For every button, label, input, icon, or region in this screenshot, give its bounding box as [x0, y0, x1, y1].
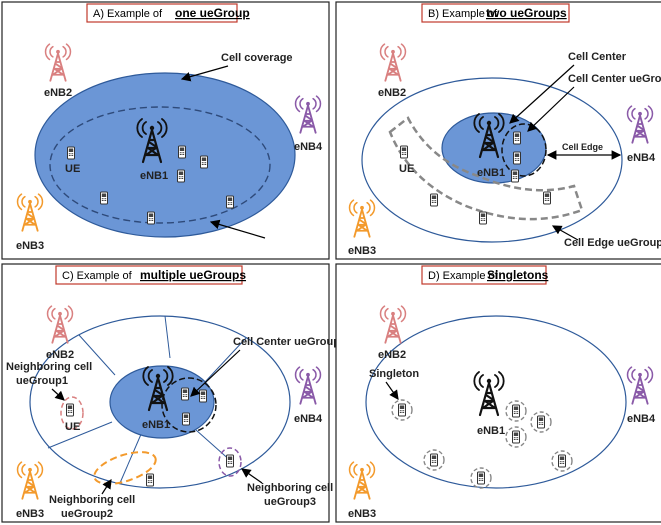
phone-icon	[511, 169, 519, 183]
phone-icon	[430, 453, 438, 467]
phone-icon	[66, 403, 74, 417]
enb3-label-c: eNB3	[16, 508, 44, 520]
neighboring-uegroup2-label-a: Neighboring cell	[49, 494, 135, 506]
cell-center-label: Cell Center	[568, 51, 627, 63]
enb4-label-a: eNB4	[294, 141, 323, 153]
neighboring-uegroup1-arrow	[51, 388, 65, 401]
neighboring-uegroup2-label-b: ueGroup2	[61, 508, 113, 520]
enb2-label-c: eNB2	[46, 349, 74, 361]
cell-coverage-arrow	[180, 65, 229, 82]
cell-center-arrow	[509, 64, 575, 124]
phone-icon	[400, 145, 408, 159]
cell-center-uegroup-label: Cell Center ueGroup	[568, 73, 661, 85]
enb2-label-d: eNB2	[378, 349, 406, 361]
panel-d-title-bold: Singletons	[487, 268, 549, 282]
cell-center-uegroup-b	[501, 123, 547, 177]
phone-icon	[226, 195, 234, 209]
panel-b-title-prefix: B) Example of	[428, 8, 498, 20]
enb3-label-d: eNB3	[348, 508, 376, 520]
phone-icon	[512, 430, 520, 444]
panel-d: D) Example of Singletons eNB2 eNB3 eNB4 …	[335, 263, 661, 523]
phone-icon	[512, 404, 520, 418]
enb4-label-c: eNB4	[294, 413, 323, 425]
neighboring-uegroup3	[218, 447, 242, 477]
enb2-label-a: eNB2	[44, 87, 72, 99]
sector-lines-c	[47, 315, 247, 484]
phone-icon	[199, 389, 207, 403]
cell-edge-uegroup-arrow	[551, 225, 579, 241]
panel-c-title-prefix: C) Example of	[62, 270, 133, 282]
phone-icon	[513, 151, 521, 165]
panel-b-title-bold: two ueGroups	[486, 6, 567, 20]
ue-label-b: UE	[399, 163, 414, 175]
cell-edge-label: Cell Edge	[562, 142, 603, 152]
neighboring-uegroup3-label-a: Neighboring cell	[247, 482, 333, 494]
phone-icon	[537, 415, 545, 429]
panel-a-title-prefix: A) Example of	[93, 8, 163, 20]
singletons-d	[391, 399, 573, 489]
panel-b: B) Example of two ueGroups eNB2 eNB3 eNB…	[335, 1, 661, 260]
cell-edge-uegroup-label: Cell Edge ueGroup	[564, 237, 661, 249]
phone-icon	[543, 191, 551, 205]
phone-icon	[181, 387, 189, 401]
enb1-label-b: eNB1	[477, 167, 505, 179]
neighboring-uegroup2	[93, 451, 157, 485]
neighboring-uegroup1-label-b: ueGroup1	[16, 375, 68, 387]
cell-center-uegroup-arrow	[527, 86, 575, 132]
ue-label-c: UE	[65, 421, 80, 433]
phone-icon	[100, 191, 108, 205]
cell-coverage-d	[365, 315, 627, 489]
panel-c: C) Example of multiple ueGroups eNB2 eNB…	[1, 263, 340, 523]
phone-icon	[398, 403, 406, 417]
cell-edge-uegroup-b	[388, 116, 584, 221]
cell-center-uegroup-c	[161, 377, 217, 433]
phone-icon	[558, 454, 566, 468]
phone-icon	[513, 131, 521, 145]
neighboring-uegroup1-label-a: Neighboring cell	[6, 361, 92, 373]
neighboring-uegroup2-arrow	[101, 478, 112, 495]
enb1-label-d: eNB1	[477, 425, 505, 437]
panel-a: A) Example of one ueGroup eNB2 eNB3 eNB4…	[1, 1, 330, 260]
ue-label-a: UE	[65, 163, 80, 175]
phone-icon	[147, 211, 155, 225]
singleton-label: Singleton	[369, 368, 419, 380]
enb4-label-d: eNB4	[627, 413, 656, 425]
phone-icon	[67, 146, 75, 160]
singleton-arrow	[385, 381, 399, 400]
neighboring-uegroup3-arrow	[241, 468, 263, 484]
enb1-label-c: eNB1	[142, 419, 170, 431]
phone-icon	[477, 471, 485, 485]
uegroup-arrow-a	[209, 219, 266, 239]
phone-icon	[178, 145, 186, 159]
cell-coverage-label: Cell coverage	[221, 52, 293, 64]
cell-center-uegroup-arrow-c	[190, 349, 241, 397]
cell-center-uegroup-label-c: Cell Center ueGroup	[233, 336, 340, 348]
phone-icon	[226, 454, 234, 468]
phone-icon	[146, 473, 154, 487]
panel-a-title-bold: one ueGroup	[175, 6, 250, 20]
phone-icon	[182, 412, 190, 426]
panel-d-title-prefix: D) Example of	[428, 270, 499, 282]
enb2-label-b: eNB2	[378, 87, 406, 99]
phone-icon	[177, 169, 185, 183]
phone-icon	[430, 193, 438, 207]
enb3-label-b: eNB3	[348, 245, 376, 257]
neighboring-uegroup1	[60, 396, 84, 430]
phone-icon	[479, 211, 487, 225]
neighboring-uegroup3-label-b: ueGroup3	[264, 496, 316, 508]
enb4-label-b: eNB4	[627, 152, 656, 164]
phone-icon	[200, 155, 208, 169]
enb3-label-a: eNB3	[16, 240, 44, 252]
uegroup-a	[49, 106, 271, 224]
panel-c-title-bold: multiple ueGroups	[140, 268, 246, 282]
enb1-label-a: eNB1	[140, 170, 168, 182]
